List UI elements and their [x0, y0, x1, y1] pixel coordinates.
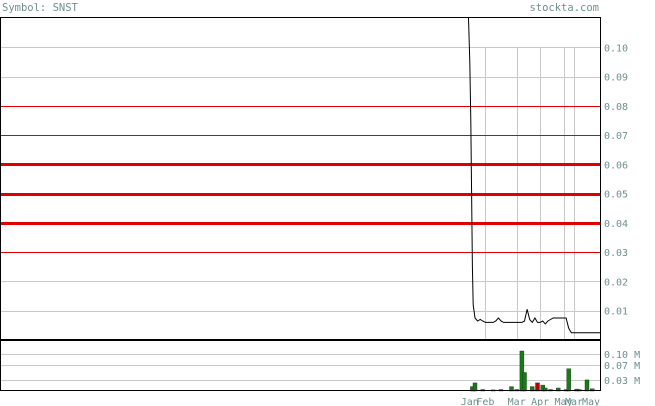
volume-bar	[535, 382, 540, 392]
price-tick-label: 0.06	[604, 160, 628, 171]
month-label: Feb	[476, 397, 494, 406]
price-tick-label: 0.08	[604, 102, 628, 113]
month-label: May	[554, 397, 572, 406]
price-tick-label: 0.03	[604, 248, 628, 259]
price-tick-label: 0.01	[604, 307, 628, 318]
symbol-label: Symbol: SNST	[2, 2, 79, 14]
volume-bar	[472, 382, 478, 392]
price-panel-frame	[0, 17, 601, 340]
volume-bar	[584, 379, 590, 392]
month-label: Mar	[565, 397, 583, 406]
price-axis-labels: 0.10 0.09 0.08 0.07 0.06 0.05 0.04 0.03 0.02 0.01	[604, 43, 628, 317]
volume-bars	[470, 350, 595, 392]
price-line	[468, 17, 600, 334]
site-name[interactable]: stockta.com	[529, 2, 599, 14]
price-tick-label: 0.10	[604, 43, 628, 54]
volume-grid	[1, 354, 600, 381]
volume-axis-labels: 0.10 M0.07 M 0.03 M	[604, 350, 640, 387]
price-tick-label: 0.07	[604, 131, 628, 142]
price-tick-label: 0.02	[604, 277, 628, 288]
month-label: Mar	[508, 397, 526, 406]
volume-tick-label: 0.07 M	[604, 361, 640, 372]
volume-bar	[566, 368, 571, 392]
volume-panel-frame	[0, 340, 601, 391]
volume-bar	[522, 372, 527, 392]
volume-tick-label: 0.10 M	[604, 350, 640, 361]
price-tick-label: 0.09	[604, 73, 628, 84]
price-tick-label: 0.05	[604, 190, 628, 201]
resistance-lines	[1, 106, 600, 253]
month-label: Apr	[531, 397, 549, 406]
volume-tick-label: 0.03 M	[604, 376, 640, 387]
month-label: May	[582, 397, 600, 406]
month-label: Jan	[461, 397, 479, 406]
price-tick-label: 0.04	[604, 219, 628, 230]
